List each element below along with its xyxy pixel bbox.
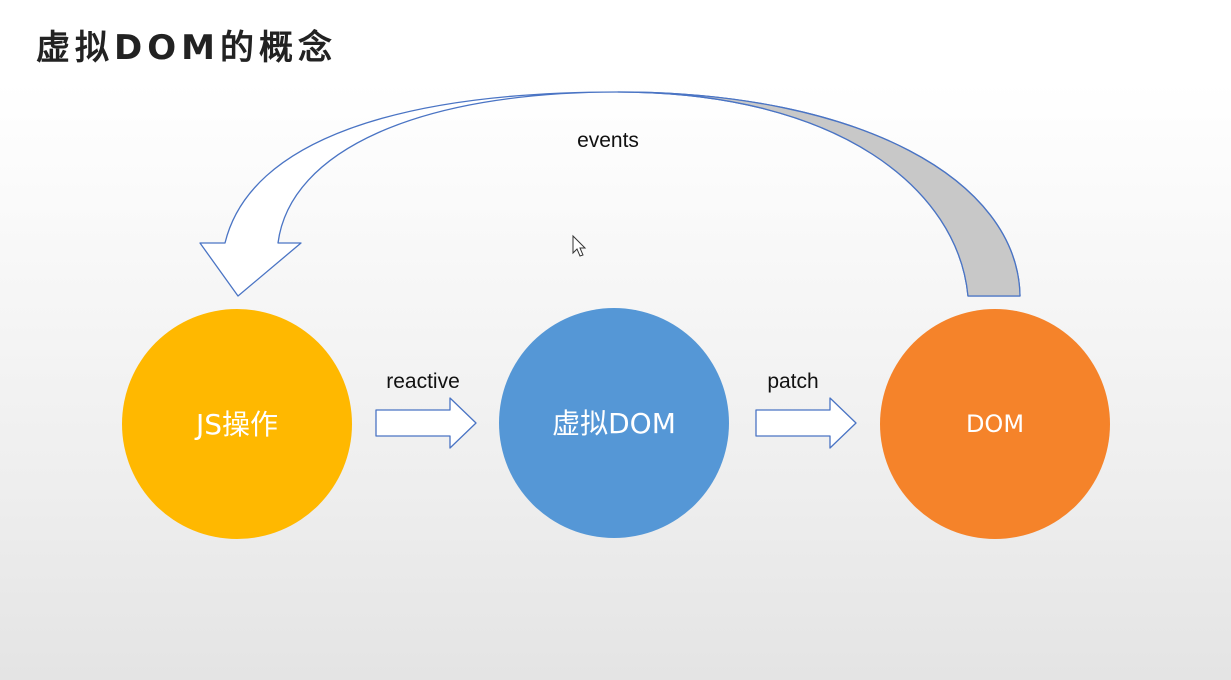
slide-title: 虚拟DOM的概念 — [36, 28, 337, 68]
events-label: events — [577, 129, 639, 152]
reactive-arrow — [375, 397, 477, 449]
patch-arrow — [755, 397, 857, 449]
dom-node — [880, 309, 1110, 539]
mouse-cursor-icon — [572, 234, 587, 257]
dom-node-label: DOM — [966, 410, 1024, 438]
virtual-dom-node — [499, 308, 729, 538]
js-node-label: JS操作 — [194, 408, 278, 441]
patch-label: patch — [767, 370, 818, 393]
js-node — [122, 309, 352, 539]
events-curved-arrow — [199, 91, 1021, 297]
reactive-label: reactive — [386, 370, 460, 393]
events-curve-shadow — [617, 91, 1021, 297]
virtual-dom-node-label: 虚拟DOM — [552, 407, 676, 440]
